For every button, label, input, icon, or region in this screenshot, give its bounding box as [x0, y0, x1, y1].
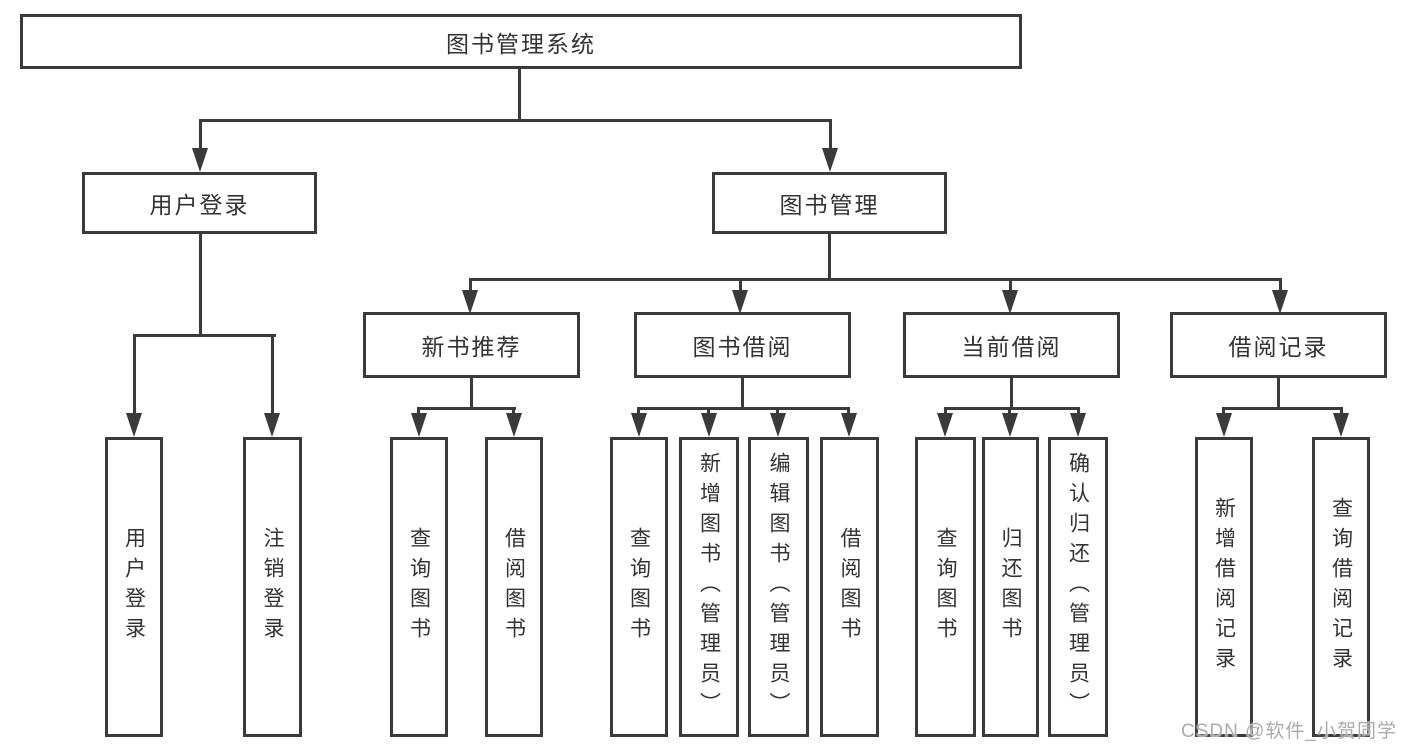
connector-line — [739, 278, 742, 294]
connector-line — [199, 119, 832, 122]
connector-line — [1077, 407, 1080, 417]
connector-line — [417, 407, 516, 410]
connector-line — [199, 119, 202, 152]
connector-line — [271, 334, 274, 418]
connector-line — [1222, 407, 1225, 417]
leaf-borrow-add-book-admin: 新增图书（管理员） — [679, 437, 739, 737]
connector-line — [1340, 407, 1343, 417]
leaf-records-add-borrow-record: 新增借阅记录 — [1195, 437, 1253, 737]
connector-line — [470, 378, 473, 410]
node-new-book-recommend: 新书推荐 — [363, 312, 580, 378]
leaf-user-login: 用户登录 — [105, 437, 163, 737]
arrowhead-down — [822, 148, 838, 172]
node-book-borrow: 图书借阅 — [634, 312, 851, 378]
leaf-recommend-borrow-book: 借阅图书 — [485, 437, 543, 737]
arrowhead-down — [411, 413, 427, 437]
node-current-borrow: 当前借阅 — [903, 312, 1120, 378]
connector-line — [847, 407, 850, 417]
arrowhead-down — [937, 413, 953, 437]
connector-line — [469, 278, 1282, 281]
leaf-borrow-query-book: 查询图书 — [610, 437, 668, 737]
connector-line — [417, 407, 420, 417]
connector-line — [741, 378, 744, 410]
arrowhead-down — [1002, 290, 1018, 314]
leaf-logout: 注销登录 — [243, 437, 302, 737]
connector-line — [637, 407, 850, 410]
arrowhead-down — [1002, 413, 1018, 437]
csdn-watermark: CSDN @软件_小贺同学 — [1181, 721, 1397, 742]
node-user-login: 用户登录 — [82, 172, 317, 234]
node-root-system: 图书管理系统 — [20, 14, 1022, 69]
leaf-current-return-book: 归还图书 — [982, 437, 1039, 737]
leaf-recommend-query-book: 查询图书 — [390, 437, 448, 737]
connector-line — [1010, 378, 1013, 410]
connector-line — [776, 407, 779, 417]
connector-line — [1277, 378, 1280, 410]
connector-line — [518, 69, 521, 120]
arrowhead-down — [264, 413, 280, 437]
connector-line — [1008, 407, 1011, 417]
arrowhead-down — [1272, 290, 1288, 314]
leaf-borrow-edit-book-admin: 编辑图书（管理员） — [748, 437, 809, 737]
arrowhead-down — [701, 413, 717, 437]
node-book-management: 图书管理 — [712, 172, 947, 234]
connector-line — [1009, 278, 1012, 294]
arrowhead-down — [1333, 413, 1349, 437]
connector-line — [1279, 278, 1282, 294]
arrowhead-down — [1216, 413, 1232, 437]
leaf-current-query-book: 查询图书 — [915, 437, 976, 737]
arrowhead-down — [1070, 413, 1086, 437]
arrowhead-down — [192, 148, 208, 172]
connector-line — [828, 234, 831, 281]
arrowhead-down — [126, 413, 142, 437]
connector-line — [944, 407, 947, 417]
connector-line — [133, 334, 136, 418]
connector-line — [512, 407, 515, 417]
connector-line — [199, 234, 202, 337]
connector-line — [133, 334, 276, 337]
connector-line — [944, 407, 1080, 410]
arrowhead-down — [732, 290, 748, 314]
arrowhead-down — [462, 290, 478, 314]
node-borrow-records: 借阅记录 — [1170, 312, 1387, 378]
connector-line — [637, 407, 640, 417]
arrowhead-down — [631, 413, 647, 437]
leaf-records-query-borrow-record: 查询借阅记录 — [1312, 437, 1370, 737]
leaf-borrow-borrow-book: 借阅图书 — [820, 437, 879, 737]
leaf-current-confirm-return-admin: 确认归还（管理员） — [1048, 437, 1108, 737]
connector-line — [1222, 407, 1343, 410]
connector-line — [829, 119, 832, 152]
connector-line — [707, 407, 710, 417]
connector-line — [469, 278, 472, 294]
arrowhead-down — [506, 413, 522, 437]
arrowhead-down — [841, 413, 857, 437]
arrowhead-down — [770, 413, 786, 437]
